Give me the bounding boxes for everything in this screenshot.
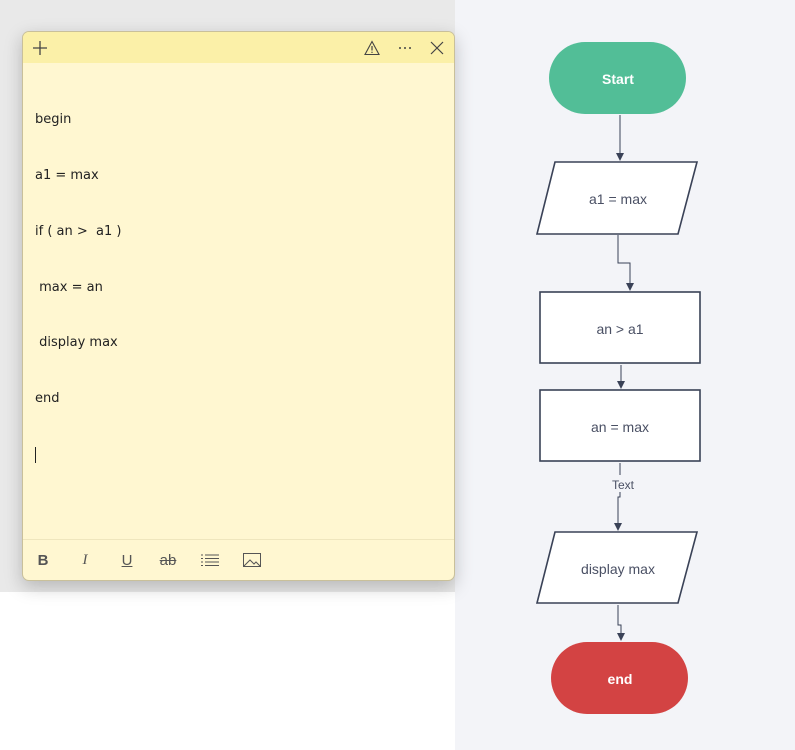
note-titlebar [23,32,454,63]
connector-input-condition [617,235,634,291]
plus-icon[interactable] [27,35,53,61]
note-line: if ( an > a1 ) [35,223,122,239]
close-icon[interactable] [424,35,450,61]
flowchart: Start a1 = max an > a1 an = max Text dis… [535,42,701,714]
input-node-label: a1 = max [589,191,647,207]
note-line: display max [35,335,118,351]
bold-button[interactable]: B [37,551,49,569]
connector-assign-output [618,463,620,529]
note-line: max = an [35,279,103,295]
note-line: end [35,391,60,407]
more-icon[interactable] [392,35,418,61]
condition-node-label: an > a1 [596,321,643,337]
output-node-label: display max [581,561,655,577]
connector-output-end [617,605,625,641]
assign-node[interactable] [539,389,701,462]
text-cursor [35,446,36,463]
sticky-note-window: begin a1 = max if ( an > a1 ) max = an d… [22,31,455,581]
output-node[interactable] [535,531,699,604]
image-icon[interactable] [239,547,265,573]
flowchart-canvas [455,0,795,750]
assign-node-label: an = max [591,419,649,435]
start-node-label: Start [602,71,634,87]
warning-icon[interactable] [359,35,385,61]
input-node[interactable] [535,161,699,235]
note-line: a1 = max [35,167,99,183]
end-node-label: end [608,671,633,687]
note-line: begin [35,112,72,128]
note-content[interactable]: begin a1 = max if ( an > a1 ) max = an d… [35,74,442,500]
underline-button[interactable]: U [121,551,133,569]
list-icon[interactable] [197,547,223,573]
strikethrough-button[interactable]: ab [159,551,177,569]
end-node[interactable] [551,642,688,714]
edge-label[interactable]: Text [612,478,635,492]
condition-node[interactable] [539,291,701,364]
start-node[interactable] [549,42,686,114]
italic-button[interactable]: I [82,551,88,568]
format-toolbar: B I U ab [23,539,454,580]
